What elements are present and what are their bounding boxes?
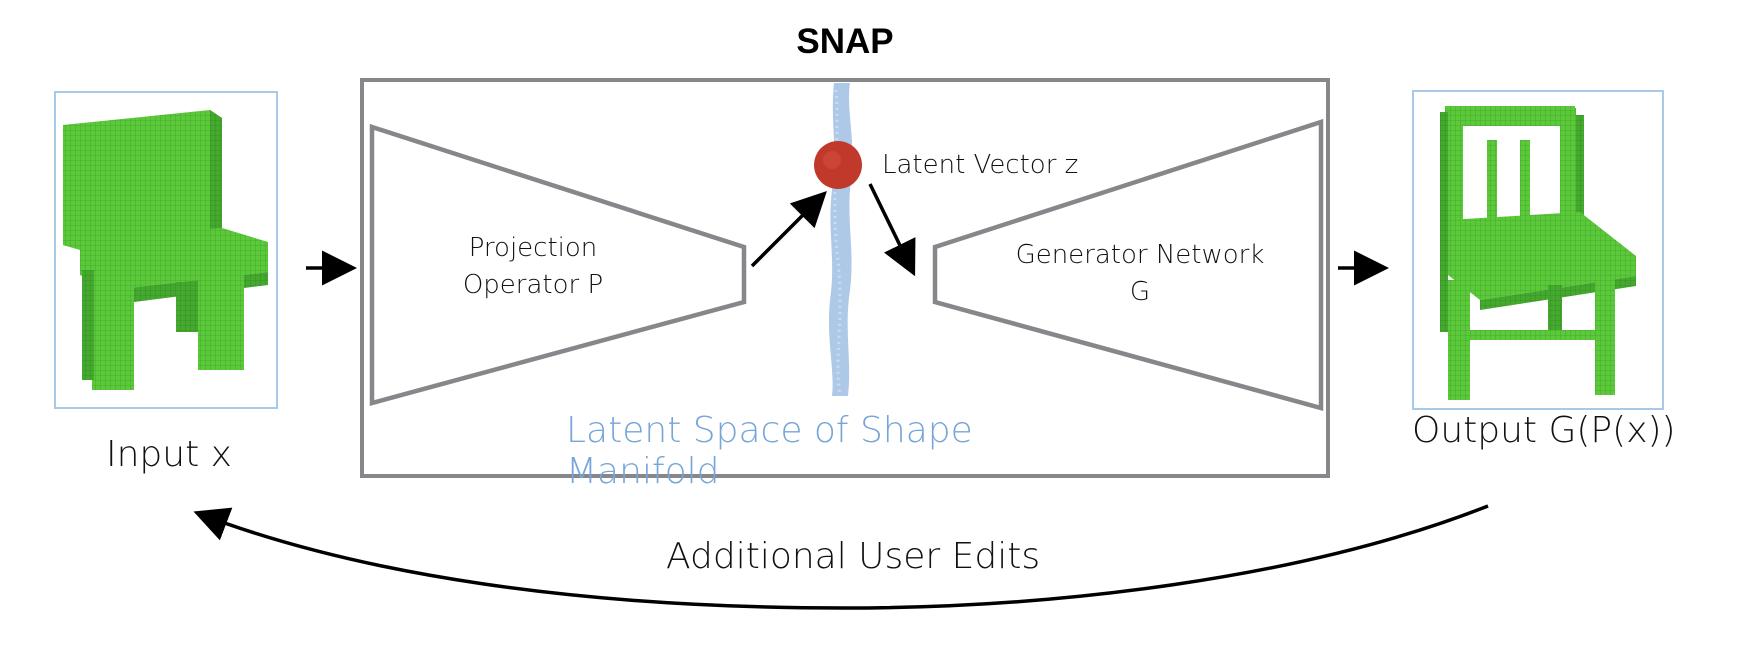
output-thumbnail-frame [1412, 90, 1664, 410]
projection-operator-shape [369, 123, 747, 406]
output-label: Output G(P(x)) [1412, 410, 1676, 451]
generator-network-shape [932, 118, 1324, 411]
latent-to-generator-arrow [868, 183, 916, 277]
generator-label: Generator Network G [1000, 237, 1280, 311]
input-thumbnail-frame [54, 91, 278, 409]
input-thumbnail [54, 91, 278, 409]
input-chair-voxel-icon [63, 110, 268, 390]
latent-vector-label: Latent Vector z [882, 150, 1079, 180]
generator-label-line2: G [1129, 277, 1151, 307]
snap-frame [360, 78, 1330, 478]
projection-label-line2: Operator P [462, 270, 604, 300]
output-chair-voxel-icon [1440, 106, 1636, 400]
projection-label-line1: Projection [468, 233, 598, 263]
projection-to-latent-arrow [750, 191, 827, 268]
input-label: Input x [106, 434, 232, 475]
output-thumbnail [1412, 90, 1664, 410]
latent-space-label: Latent Space of Shape Manifold [566, 410, 973, 492]
generator-label-line1: Generator Network [1015, 240, 1265, 270]
latent-space-band [828, 83, 853, 396]
feedback-arrow [193, 504, 1489, 610]
feedback-label: Additional User Edits [666, 536, 1041, 577]
projection-label: Projection Operator P [408, 230, 658, 304]
diagram-title: SNAP [796, 22, 894, 61]
